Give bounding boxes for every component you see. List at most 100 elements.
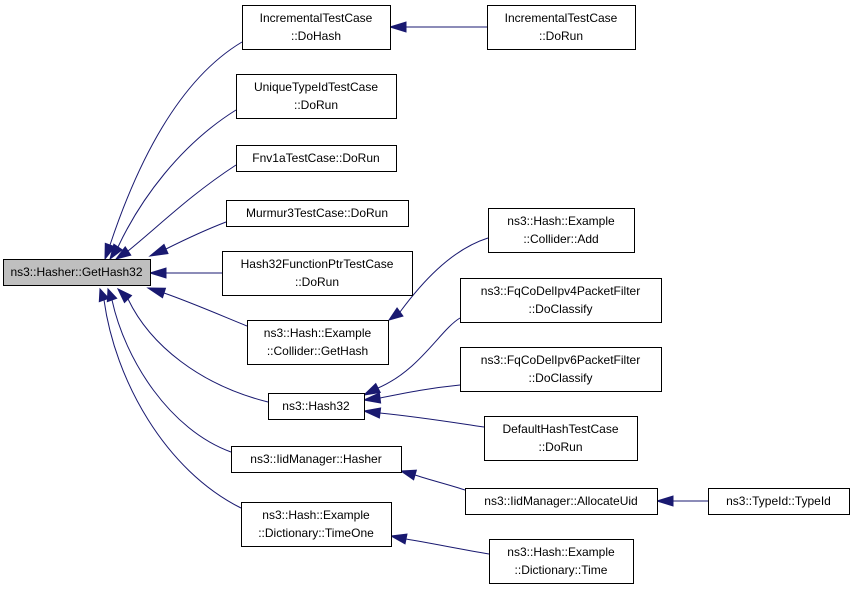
edge-inc_dorun-to-inc_dohash [388, 21, 487, 33]
edge-typeid-to-alloc [655, 495, 708, 507]
edge-line [399, 237, 489, 313]
edge-arrowhead [148, 243, 169, 257]
node-label: Murmur3TestCase::DoRun [246, 206, 388, 220]
edge-murmur-to-root [148, 221, 227, 257]
edge-arrowhead [146, 287, 167, 299]
node-time[interactable]: ns3::Hash::Example::Dictionary::Time [489, 539, 634, 584]
node-typeid[interactable]: ns3::TypeId::TypeId [708, 488, 850, 515]
node-box[interactable] [460, 278, 662, 323]
edge-line [127, 164, 237, 252]
edge-line [414, 474, 466, 491]
node-inc_dorun[interactable]: IncrementalTestCase::DoRun [487, 5, 636, 50]
edge-line [379, 412, 485, 428]
node-iid_hasher[interactable]: ns3::IidManager::Hasher [231, 446, 402, 473]
node-box[interactable] [268, 393, 365, 420]
edge-arrowhead [109, 243, 124, 261]
node-label: ::Collider::GetHash [267, 344, 368, 358]
edge-iid_hasher-to-root [106, 287, 232, 453]
edge-v4-to-hash32 [362, 317, 461, 396]
node-fptr[interactable]: Hash32FunctionPtrTestCase::DoRun [222, 251, 413, 296]
edge-getHash-to-root [146, 287, 248, 327]
edge-timeone-to-root [98, 287, 242, 509]
node-fnv[interactable]: Fnv1aTestCase::DoRun [236, 145, 397, 172]
edge-arrowhead [655, 495, 674, 507]
edge-alloc-to-iid_hasher [399, 469, 466, 491]
node-inc_dohash[interactable]: IncrementalTestCase::DoHash [242, 5, 391, 50]
node-root[interactable]: ns3::Hasher::GetHash32 [3, 259, 151, 286]
edge-line [111, 299, 232, 453]
edge-defhash-to-hash32 [362, 407, 485, 428]
node-label: ns3::Hasher::GetHash32 [10, 265, 142, 279]
node-alloc[interactable]: ns3::IidManager::AllocateUid [465, 488, 658, 515]
edge-fptr-to-root [148, 267, 222, 279]
node-v4[interactable]: ns3::FqCoDelIpv4PacketFilter::DoClassify [460, 278, 662, 323]
edge-arrowhead [106, 287, 118, 303]
node-box[interactable] [489, 539, 634, 584]
edge-hash32-to-root [116, 287, 269, 403]
node-box[interactable] [3, 259, 151, 286]
node-box[interactable] [236, 145, 397, 172]
node-box[interactable] [708, 488, 850, 515]
node-label: ns3::FqCoDelIpv4PacketFilter [481, 284, 640, 298]
node-box[interactable] [484, 416, 638, 461]
node-label: ::DoClassify [528, 371, 592, 385]
node-box[interactable] [242, 5, 391, 50]
node-label: ::DoClassify [528, 302, 592, 316]
edge-arrowhead [388, 21, 407, 33]
node-box[interactable] [247, 320, 389, 365]
edge-arrowhead [116, 287, 133, 304]
node-label: ::DoHash [291, 29, 341, 43]
node-box[interactable] [231, 446, 402, 473]
edge-line [165, 221, 227, 250]
node-hash32[interactable]: ns3::Hash32 [268, 393, 365, 420]
nodes-layer: ns3::Hasher::GetHash32 IncrementalTestCas… [3, 5, 850, 584]
node-label: UniqueTypeIdTestCase [254, 80, 378, 94]
node-getHash[interactable]: ns3::Hash::Example::Collider::GetHash [247, 320, 389, 365]
edge-line [109, 41, 243, 246]
edge-arrowhead [148, 267, 167, 279]
node-label: ns3::TypeId::TypeId [726, 494, 831, 508]
node-timeone[interactable]: ns3::Hash::Example::Dictionary::TimeOne [241, 502, 392, 547]
node-label: ns3::Hash::Example [507, 545, 615, 559]
node-label: ns3::Hash::Example [262, 508, 370, 522]
node-label: ::Collider::Add [523, 232, 598, 246]
node-label: ::DoRun [294, 98, 338, 112]
edge-add-to-getHash [387, 237, 489, 321]
node-uniq[interactable]: UniqueTypeIdTestCase::DoRun [236, 74, 397, 119]
node-box[interactable] [226, 200, 409, 227]
node-defhash[interactable]: DefaultHashTestCase::DoRun [484, 416, 638, 461]
node-label: ns3::Hash::Example [264, 326, 372, 340]
edge-line [127, 298, 269, 403]
node-label: ns3::Hash::Example [507, 214, 615, 228]
edge-line [379, 384, 461, 399]
node-label: ns3::IidManager::Hasher [250, 452, 381, 466]
edge-line [103, 299, 242, 509]
edge-fnv-to-root [114, 164, 237, 260]
edge-arrowhead [399, 469, 418, 481]
edge-inc_dohash-to-root [104, 41, 243, 261]
edge-arrowhead [389, 533, 408, 545]
node-box[interactable] [465, 488, 658, 515]
edge-line [405, 538, 490, 555]
node-box[interactable] [222, 251, 413, 296]
node-label: ::DoRun [538, 440, 582, 454]
node-box[interactable] [236, 74, 397, 119]
edge-v6-to-hash32 [362, 384, 461, 404]
node-box[interactable] [487, 5, 636, 50]
node-add[interactable]: ns3::Hash::Example::Collider::Add [488, 208, 635, 253]
edge-uniq-to-root [109, 109, 237, 261]
node-label: DefaultHashTestCase [502, 422, 618, 436]
node-label: ns3::Hash32 [282, 399, 350, 413]
node-label: Hash32FunctionPtrTestCase [241, 257, 394, 271]
node-v6[interactable]: ns3::FqCoDelIpv6PacketFilter::DoClassify [460, 347, 662, 392]
edge-arrowhead [362, 382, 381, 396]
node-box[interactable] [488, 208, 635, 253]
edge-arrowhead [98, 287, 110, 303]
node-box[interactable] [460, 347, 662, 392]
node-label: ::DoRun [539, 29, 583, 43]
node-label: ::Dictionary::Time [515, 563, 608, 577]
node-box[interactable] [241, 502, 392, 547]
node-label: ns3::FqCoDelIpv6PacketFilter [481, 353, 640, 367]
node-murmur[interactable]: Murmur3TestCase::DoRun [226, 200, 409, 227]
edge-time-to-timeone [389, 533, 490, 555]
